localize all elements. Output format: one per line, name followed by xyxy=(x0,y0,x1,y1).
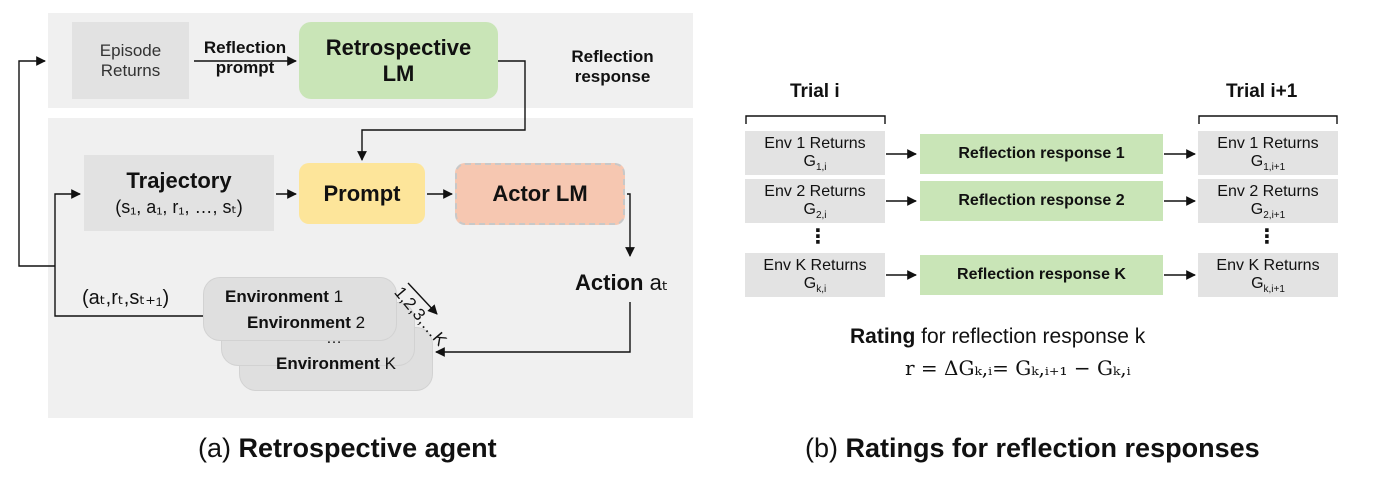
action-label: Action aₜ xyxy=(575,270,668,295)
left-returns-env-1-label: Env 1 Returns xyxy=(764,135,866,152)
left-returns-env-2-label: Env 2 Returns xyxy=(764,183,866,200)
right-returns-env-1-sub: 1,i+1 xyxy=(1263,161,1286,173)
right-vertical-dots: ⋮ xyxy=(1257,226,1277,248)
right-returns-env-2-g: G xyxy=(1250,200,1264,218)
reflection-prompt-line2: prompt xyxy=(215,57,275,77)
right-returns-env-1-g: G xyxy=(1250,152,1264,170)
left-returns-env-k-g: G xyxy=(803,274,817,292)
caption-a: (a) Retrospective agent xyxy=(198,433,497,464)
trial-i-plus-1-label: Trial i+1 xyxy=(1226,81,1298,102)
environment-k-word: Environment xyxy=(276,354,380,373)
reflection-response-2: Reflection response 2 xyxy=(920,181,1163,221)
trajectory-title: Trajectory xyxy=(126,168,232,193)
trial-i-label: Trial i xyxy=(790,81,840,102)
environment-2-word: Environment xyxy=(247,313,351,332)
reflection-response-k: Reflection response K xyxy=(920,255,1163,295)
reflection-prompt-line1: Reflection xyxy=(203,38,287,57)
episode-returns-line2: Returns xyxy=(100,60,161,80)
reflection-response-k-label: Reflection response K xyxy=(957,266,1126,283)
actor-to-action-arrow xyxy=(625,193,635,257)
action-variable: aₜ xyxy=(649,270,669,295)
rating-heading: Rating for reflection response k xyxy=(850,325,1145,349)
right-returns-env-2-sub: 2,i+1 xyxy=(1263,209,1286,221)
rating-formula: r = ΔGₖ,ᵢ= Gₖ,ᵢ₊₁ − Gₖ,ᵢ xyxy=(905,356,1131,380)
reflection-response-2-label: Reflection response 2 xyxy=(958,192,1125,209)
environment-k-label: Environment K xyxy=(276,354,396,374)
reflection-response-1-label: Reflection response 1 xyxy=(958,145,1125,162)
action-word: Action xyxy=(575,270,644,295)
rating-rest: for reflection response k xyxy=(915,325,1146,348)
trajectory-sequence: (s₁, a₁, r₁, …, sₜ) xyxy=(115,197,243,218)
actor-lm-label: Actor LM xyxy=(492,181,588,207)
episode-returns-box: Episode Returns xyxy=(72,22,189,99)
prompt-label: Prompt xyxy=(323,180,401,206)
left-returns-env-k-label: Env K Returns xyxy=(763,257,867,274)
left-returns-env-k-sub: k,i xyxy=(816,283,827,295)
right-returns-env-k: Env K Returns Gk,i+1 xyxy=(1198,253,1338,297)
environment-to-trajectory-arrow xyxy=(54,189,203,317)
trial-i-plus-1-bracket xyxy=(1198,115,1338,124)
retrospective-lm-line2: LM xyxy=(382,60,415,86)
right-returns-env-1-label: Env 1 Returns xyxy=(1217,135,1319,152)
outer-loop-arrow xyxy=(18,56,55,267)
environment-k-number: K xyxy=(384,354,396,373)
left-returns-env-2-g: G xyxy=(803,200,816,218)
left-returns-env-1: Env 1 Returns G1,i xyxy=(745,131,885,175)
environment-ellipsis: … xyxy=(326,330,342,347)
environment-card-1 xyxy=(204,278,396,340)
action-to-environment-arrow xyxy=(435,302,631,357)
rating-word: Rating xyxy=(850,325,916,348)
reflection-response-1: Reflection response 1 xyxy=(920,134,1163,174)
environment-1-word: Environment xyxy=(225,287,329,306)
environment-2-label: Environment 2 xyxy=(247,313,365,333)
reflection-response-line1: Reflection xyxy=(571,47,654,66)
caption-b-prefix: (b) xyxy=(805,433,838,463)
left-returns-env-1-g: G xyxy=(803,152,816,170)
caption-b: (b) Ratings for reflection responses xyxy=(805,433,1260,464)
reflection-response-label: Reflection response xyxy=(555,47,670,86)
right-returns-env-2-label: Env 2 Returns xyxy=(1217,183,1319,200)
caption-b-title: Ratings for reflection responses xyxy=(845,433,1260,463)
trajectory-box: Trajectory (s₁, a₁, r₁, …, sₜ) xyxy=(84,155,274,231)
environment-1-number: 1 xyxy=(333,287,344,306)
environment-2-number: 2 xyxy=(355,313,366,332)
reflection-response-line2: response xyxy=(574,66,651,86)
left-returns-env-k: Env K Returns Gk,i xyxy=(745,253,885,297)
right-returns-env-k-sub: k,i+1 xyxy=(1263,283,1285,295)
retrospective-lm-line1: Retrospective xyxy=(325,35,472,61)
caption-a-title: Retrospective agent xyxy=(238,433,497,463)
parallel-environments-arrow xyxy=(407,282,438,315)
left-vertical-dots: ⋮ xyxy=(808,226,828,248)
environment-1-label: Environment 1 xyxy=(225,287,343,307)
left-returns-env-2: Env 2 Returns G2,i xyxy=(745,179,885,223)
right-returns-env-k-label: Env K Returns xyxy=(1216,257,1320,274)
right-returns-env-k-g: G xyxy=(1251,274,1264,292)
reflection-prompt-label: Reflection prompt xyxy=(196,38,294,77)
right-returns-env-1: Env 1 Returns G1,i+1 xyxy=(1198,131,1338,175)
left-returns-env-2-sub: 2,i xyxy=(815,209,827,221)
prompt-box: Prompt xyxy=(299,163,425,224)
left-returns-env-1-sub: 1,i xyxy=(815,161,827,173)
right-returns-env-2: Env 2 Returns G2,i+1 xyxy=(1198,179,1338,223)
retrospective-to-prompt-arrow xyxy=(357,60,526,161)
episode-returns-line1: Episode xyxy=(99,40,162,60)
retrospective-lm-box: Retrospective LM xyxy=(299,22,498,99)
caption-a-prefix: (a) xyxy=(198,433,231,463)
trial-i-bracket xyxy=(745,115,886,124)
feedback-tuple: (aₜ,rₜ,sₜ₊₁) xyxy=(82,287,170,309)
actor-lm-box: Actor LM xyxy=(455,163,625,225)
